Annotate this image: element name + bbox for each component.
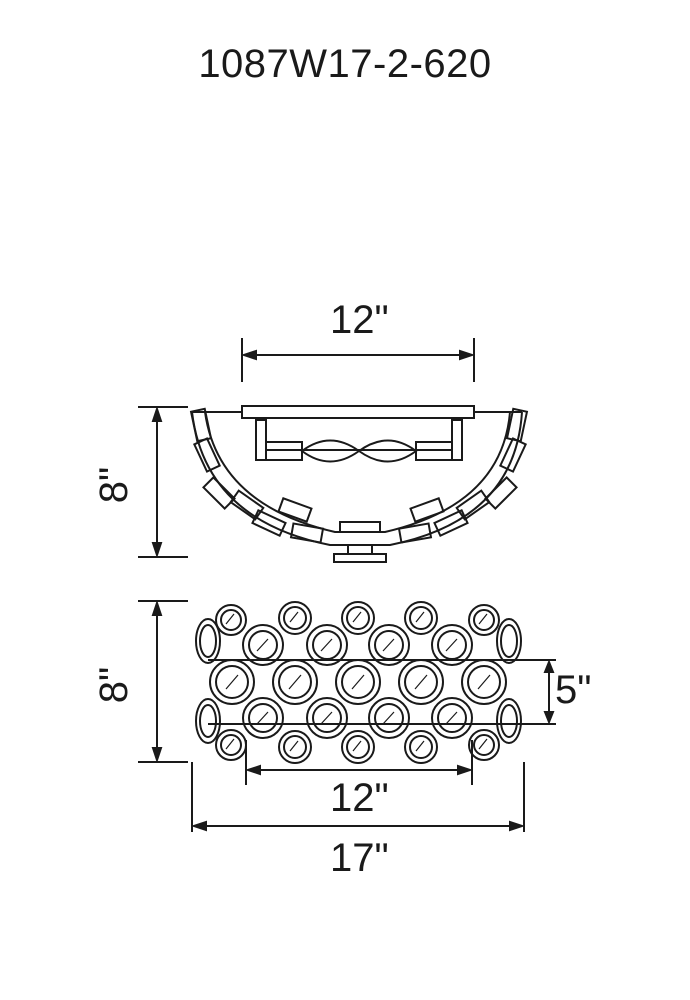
- drawing-title: 1087W17-2-620: [198, 42, 492, 86]
- front-view: [138, 599, 556, 832]
- front-band-label: 5": [555, 668, 592, 712]
- front-overall-width-dimension-line: [190, 762, 526, 832]
- arc-frame: [191, 411, 523, 546]
- front-height-label: 8": [92, 666, 137, 704]
- crystal-discs: [195, 601, 522, 764]
- front-overall-width-label: 17": [330, 836, 389, 880]
- top-height-label: 8": [92, 466, 137, 504]
- crystal-plates: [189, 407, 529, 563]
- top-height-dimension-line: [138, 405, 188, 559]
- top-width-label: 12": [330, 298, 389, 342]
- disc-highlights: [225, 611, 491, 752]
- front-inner-width-label: 12": [330, 776, 389, 820]
- front-height-dimension-line: [138, 599, 188, 764]
- front-inner-width-dimension-line: [244, 740, 474, 785]
- top-view: [138, 338, 529, 563]
- top-width-dimension-line: [240, 338, 476, 382]
- bulb-right: [357, 439, 418, 463]
- wall-plate: [241, 405, 475, 419]
